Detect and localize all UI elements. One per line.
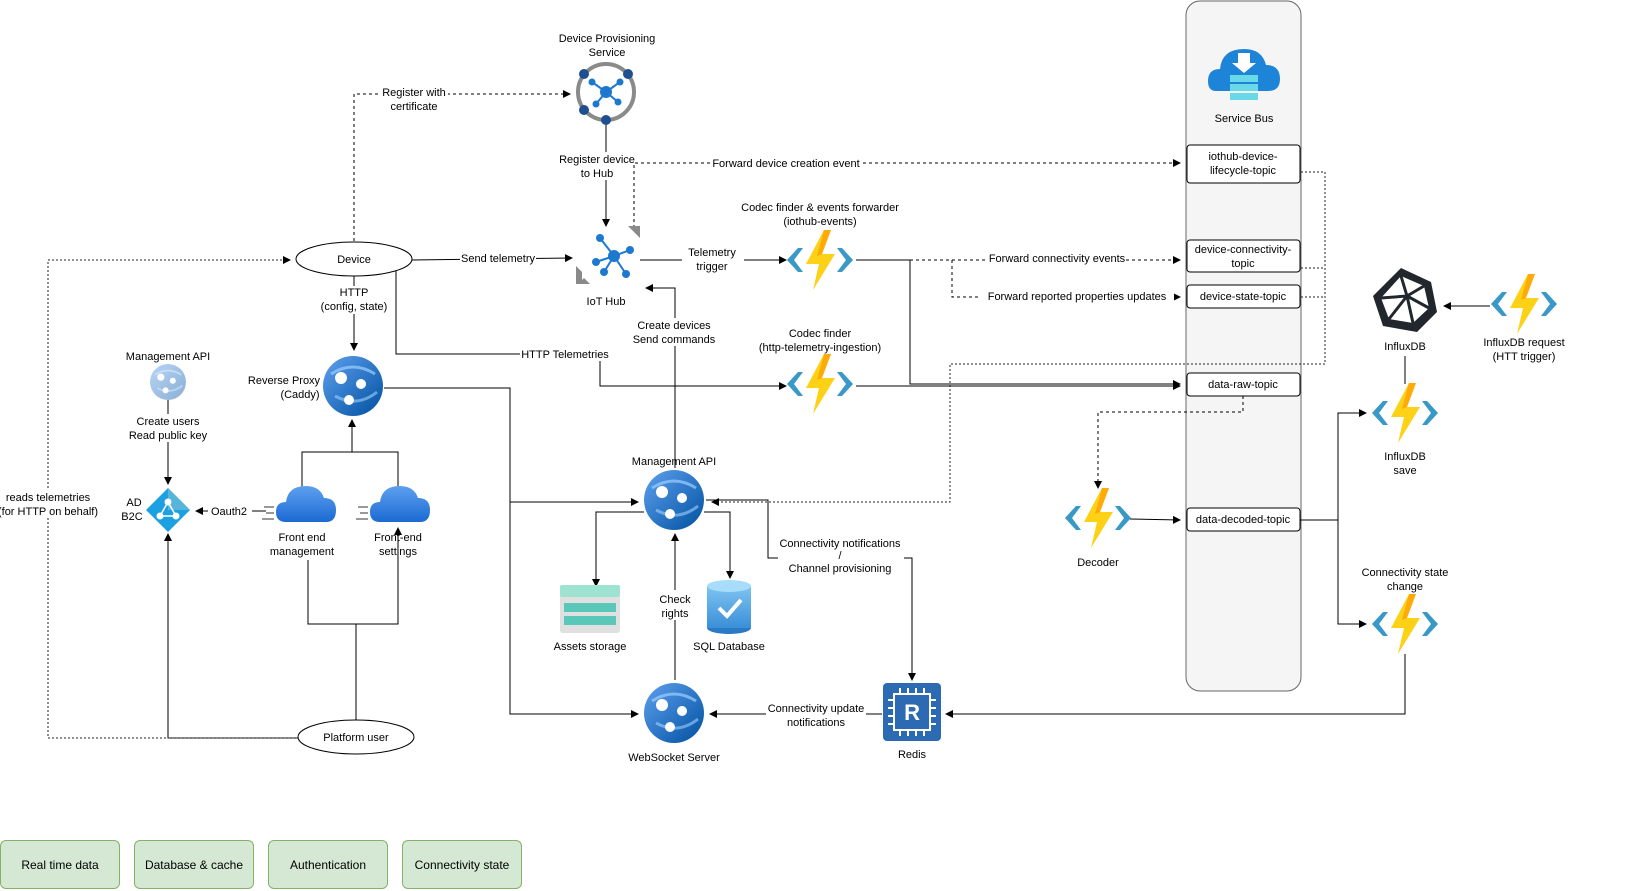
edge-conn-notif-2: / <box>838 550 842 562</box>
codec-events-function-icon[interactable] <box>787 230 853 290</box>
edge-register-cert-2: certificate <box>390 101 437 113</box>
device-label: Device <box>337 254 371 266</box>
service-bus-container <box>1185 0 1302 692</box>
topic-lifecycle-line2: lifecycle-topic <box>1210 165 1277 177</box>
conn-state-function-icon[interactable] <box>1372 594 1438 654</box>
influxdb-label: InfluxDB <box>1384 341 1426 353</box>
platform-user-label: Platform user <box>323 732 389 744</box>
mgmt-api-left-label: Management API <box>126 351 210 363</box>
edge-telemetry-trigger-2: trigger <box>696 261 728 273</box>
reverse-proxy-label-1: Reverse Proxy <box>248 375 321 387</box>
influx-save-label-2: save <box>1393 465 1416 477</box>
assets-storage-label: Assets storage <box>554 641 627 653</box>
edge-http-2: (config, state) <box>321 301 388 313</box>
decoder-label: Decoder <box>1077 557 1119 569</box>
edge-conn-update-2: notifications <box>787 717 846 729</box>
ad-b2c-icon[interactable] <box>146 488 190 532</box>
edge-forward-connectivity: Forward connectivity events <box>989 253 1126 265</box>
frontend-management-icon[interactable] <box>262 486 336 522</box>
sql-database-icon[interactable] <box>707 580 751 634</box>
edge-check-rights-1: Check <box>659 594 691 606</box>
platform-user-node[interactable] <box>297 719 415 755</box>
edge-send-telemetry: Send telemetry <box>461 253 535 265</box>
dps-icon[interactable] <box>576 62 636 125</box>
edge-http-telemetries: HTTP Telemetries <box>521 349 609 361</box>
topic-data-decoded-label: data-decoded-topic <box>1196 514 1291 526</box>
ad-b2c-label-2: B2C <box>121 511 142 523</box>
edge-forward-reported: Forward reported properties updates <box>988 291 1167 303</box>
edge-reads-tel-1: reads telemetries <box>6 492 91 504</box>
iot-hub-icon[interactable] <box>576 226 640 284</box>
svg-text:R: R <box>904 700 920 725</box>
websocket-server-icon[interactable] <box>642 681 706 745</box>
reverse-proxy-label-2: (Caddy) <box>280 389 319 401</box>
frontend-settings-label-2: settings <box>379 546 417 558</box>
legend-authentication: Authentication <box>268 840 388 889</box>
dps-label-1: Device Provisioning <box>559 33 656 45</box>
edge-reads-tel-2: (for HTTP on behalf) <box>0 506 98 518</box>
influx-request-label-2: (HTT trigger) <box>1493 351 1556 363</box>
mgmt-api-center-icon[interactable] <box>642 468 706 532</box>
redis-label: Redis <box>898 749 927 761</box>
topic-connectivity-line1: device-connectivity- <box>1195 244 1292 256</box>
topic-device-state-label: device-state-topic <box>1200 291 1287 303</box>
codec-http-function-icon[interactable] <box>787 354 853 414</box>
legend-real-time-data: Real time data <box>0 840 120 889</box>
edge-conn-update-1: Connectivity update <box>768 703 865 715</box>
topic-connectivity[interactable] <box>1186 239 1301 273</box>
legend-connectivity-state: Connectivity state <box>402 840 522 889</box>
codec-events-title: Codec finder & events forwarder <box>741 202 899 214</box>
influx-save-function-icon[interactable] <box>1372 383 1438 443</box>
topic-connectivity-line2: topic <box>1231 258 1255 270</box>
topic-device-state[interactable] <box>1186 284 1301 309</box>
topic-lifecycle-line1: iothub-device- <box>1208 151 1277 163</box>
reverse-proxy-icon[interactable] <box>321 354 385 418</box>
iot-hub-label: IoT Hub <box>587 296 626 308</box>
edge-create-users-2: Read public key <box>129 430 208 442</box>
edge-http-1: HTTP <box>340 287 369 299</box>
ad-b2c-label-1: AD <box>126 497 141 509</box>
service-bus-icon <box>1208 49 1280 100</box>
conn-state-label-1: Connectivity state <box>1362 567 1449 579</box>
influx-request-label-1: InfluxDB request <box>1483 337 1564 349</box>
edge-create-devices-1: Create devices <box>637 320 711 332</box>
frontend-settings-icon[interactable] <box>356 486 430 522</box>
influx-request-function-icon[interactable] <box>1491 274 1557 334</box>
edge-register-hub-2: to Hub <box>581 168 613 180</box>
redis-icon[interactable]: R <box>883 683 941 741</box>
edge-check-rights-2: rights <box>662 608 689 620</box>
service-bus-label: Service Bus <box>1215 113 1274 125</box>
device-node[interactable] <box>295 241 413 277</box>
mgmt-api-center-label: Management API <box>632 456 716 468</box>
codec-http-sub: (http-telemetry-ingestion) <box>759 342 881 354</box>
frontend-settings-label-1: Front-end <box>374 532 422 544</box>
dps-label-2: Service <box>589 47 626 59</box>
legend-database-cache: Database & cache <box>134 840 254 889</box>
edge-telemetry-trigger-1: Telemetry <box>688 247 736 259</box>
edge-conn-notif-3: Channel provisioning <box>789 563 892 575</box>
topic-data-raw-label: data-raw-topic <box>1208 379 1278 391</box>
frontend-mgmt-label-1: Front end <box>278 532 325 544</box>
websocket-label: WebSocket Server <box>628 752 720 764</box>
mgmt-api-left-icon[interactable] <box>149 363 187 401</box>
decoder-function-icon[interactable] <box>1065 488 1131 548</box>
assets-storage-icon[interactable] <box>560 585 620 633</box>
edge-register-cert-1: Register with <box>382 87 446 99</box>
frontend-mgmt-label-2: management <box>270 546 334 558</box>
edge-forward-creation: Forward device creation event <box>712 158 859 170</box>
edge-create-devices-2: Send commands <box>633 334 716 346</box>
sql-database-label: SQL Database <box>693 641 765 653</box>
influxdb-icon[interactable] <box>1373 268 1437 332</box>
edge-create-users-1: Create users <box>137 416 200 428</box>
edge-conn-notif-1: Connectivity notifications <box>779 538 901 550</box>
codec-http-title: Codec finder <box>789 328 852 340</box>
edge-oauth2: Oauth2 <box>211 506 247 518</box>
influx-save-label-1: InfluxDB <box>1384 451 1426 463</box>
edge-register-hub-1: Register device <box>559 154 635 166</box>
codec-events-sub: (iothub-events) <box>783 216 856 228</box>
conn-state-label-2: change <box>1387 581 1423 593</box>
topic-lifecycle[interactable] <box>1186 144 1301 184</box>
